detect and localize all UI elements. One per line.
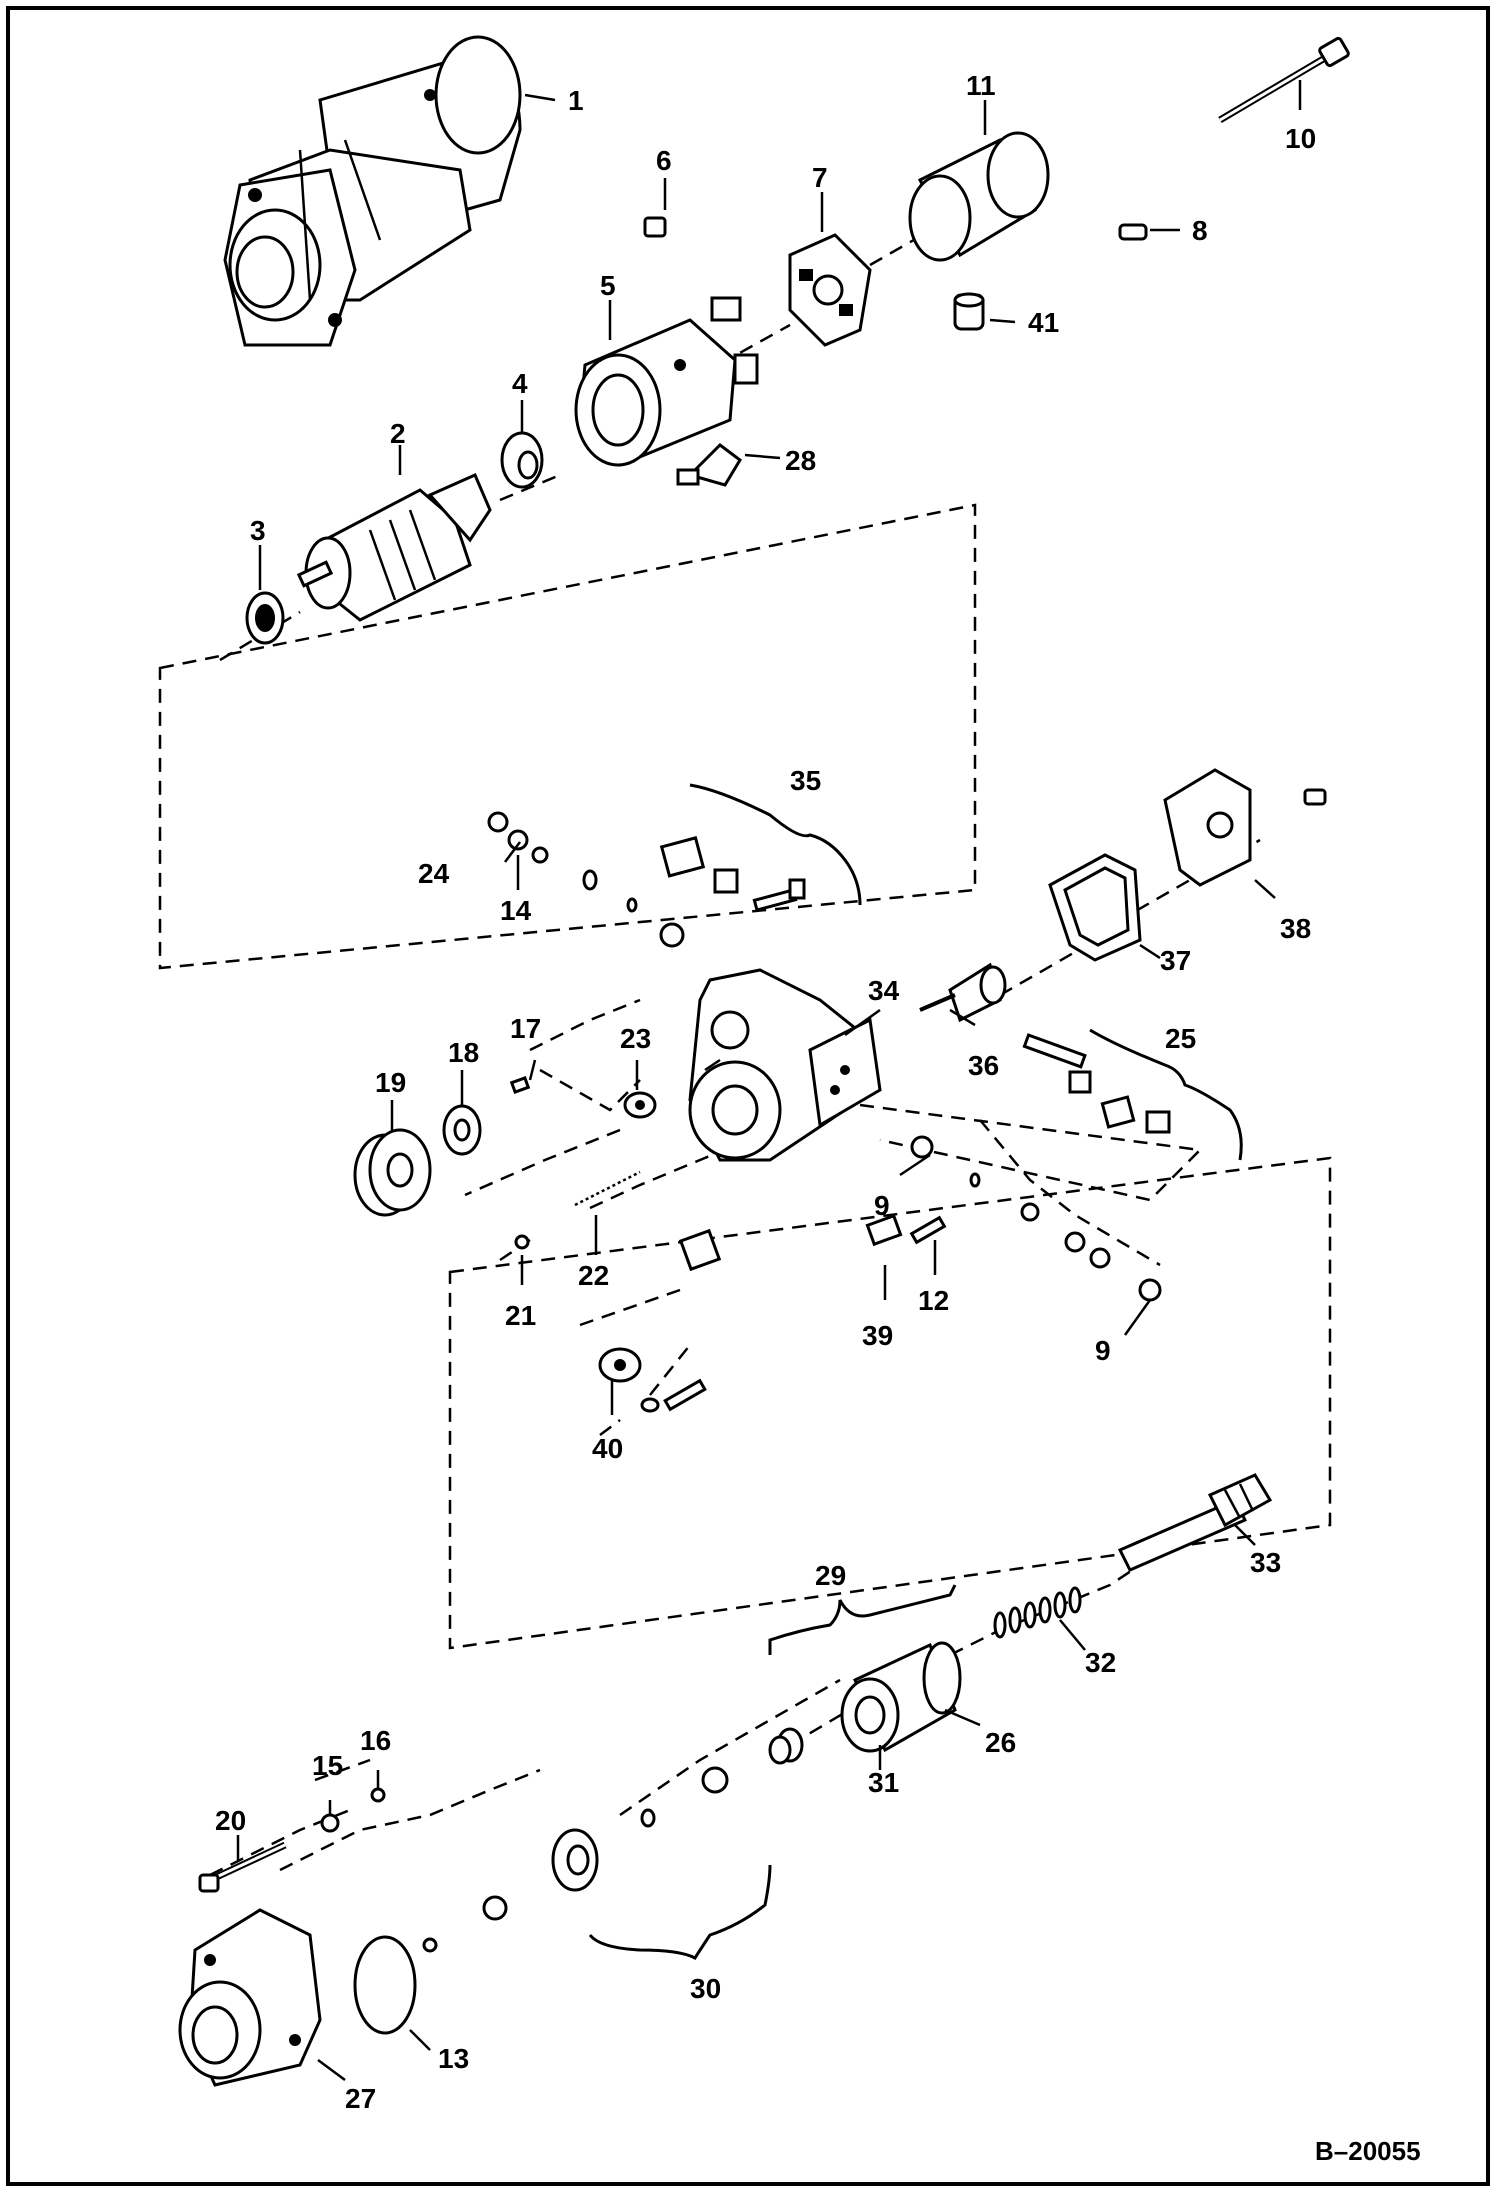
armature [296, 473, 492, 622]
callout-24: 24 [418, 858, 450, 889]
callout-2: 2 [390, 418, 406, 449]
spring-32 [993, 1586, 1082, 1639]
callout-leaders [236, 80, 1302, 2082]
reference-code: B–20055 [1315, 2136, 1421, 2166]
callout-16: 16 [360, 1725, 391, 1756]
solenoid-plunger-36 [919, 962, 1007, 1023]
callout-25: 25 [1165, 1023, 1196, 1054]
pinion-shaft-33 [1117, 1473, 1273, 1572]
gasket-37 [1048, 853, 1142, 962]
o-ring-13 [353, 1935, 417, 2035]
small-rings-lower [320, 1727, 804, 1833]
brush-holder [788, 233, 872, 347]
bolt-20 [198, 1841, 287, 1893]
callout-5: 5 [600, 270, 616, 301]
callout-37: 37 [1160, 945, 1191, 976]
fasteners-middle [598, 1135, 1162, 1413]
callout-30: 30 [690, 1973, 721, 2004]
screw-8 [1118, 223, 1148, 241]
gear-train [353, 1075, 657, 1217]
callout-20: 20 [215, 1805, 246, 1836]
starter-motor-assembly [223, 35, 522, 347]
terminal-28 [676, 443, 742, 487]
callout-7: 7 [812, 162, 828, 193]
callout-36: 36 [968, 1050, 999, 1081]
nut-6 [643, 216, 667, 238]
callout-4: 4 [512, 368, 528, 399]
callout-35: 35 [790, 765, 821, 796]
bearing-4 [500, 431, 544, 489]
callout-38: 38 [1280, 913, 1311, 944]
drive-housing-34 [688, 968, 882, 1162]
callout-23: 23 [620, 1023, 651, 1054]
callout-41: 41 [1028, 307, 1059, 338]
callout-22: 22 [578, 1260, 609, 1291]
callout-13: 13 [438, 2043, 469, 2074]
callout-8: 8 [1192, 215, 1208, 246]
brush-kit-35 [659, 836, 806, 912]
callout-9b: 9 [1095, 1335, 1111, 1366]
callout-28: 28 [785, 445, 816, 476]
callout-29: 29 [815, 1560, 846, 1591]
callout-32: 32 [1085, 1647, 1116, 1678]
callout-39: 39 [862, 1320, 893, 1351]
pinion-gear [422, 1828, 599, 1953]
callout-14: 14 [500, 895, 532, 926]
callout-40: 40 [592, 1433, 623, 1464]
callout-21: 21 [505, 1300, 536, 1331]
field-housing [574, 296, 759, 467]
end-cover-11 [908, 131, 1050, 262]
small-rings-upper [487, 811, 685, 948]
callout-3: 3 [250, 515, 266, 546]
callout-9a: 9 [874, 1190, 890, 1221]
callout-31: 31 [868, 1767, 899, 1798]
callout-numbers: 1 2 3 4 5 6 7 8 9 9 10 11 12 13 14 15 16… [215, 70, 1316, 2114]
ball-spring [514, 1170, 641, 1250]
cap-41 [953, 292, 985, 331]
callout-19: 19 [375, 1067, 406, 1098]
callout-34: 34 [868, 975, 900, 1006]
callout-18: 18 [448, 1037, 479, 1068]
callout-27: 27 [345, 2083, 376, 2114]
group-braces [588, 783, 1243, 1960]
callout-11: 11 [966, 70, 996, 101]
callout-26: 26 [985, 1727, 1016, 1758]
through-bolt-10 [1218, 36, 1350, 124]
callout-1: 1 [568, 85, 584, 116]
bearing-3 [245, 591, 285, 645]
cover-38 [1163, 768, 1327, 887]
callout-33: 33 [1250, 1547, 1281, 1578]
terminal-kit-25 [1022, 1033, 1171, 1134]
clutch-26-31 [840, 1641, 962, 1753]
callout-15: 15 [312, 1750, 343, 1781]
callout-10: 10 [1285, 123, 1316, 154]
drive-end-housing-27 [178, 1908, 322, 2087]
callout-17: 17 [510, 1013, 541, 1044]
callout-6: 6 [656, 145, 672, 176]
callout-12: 12 [918, 1285, 949, 1316]
